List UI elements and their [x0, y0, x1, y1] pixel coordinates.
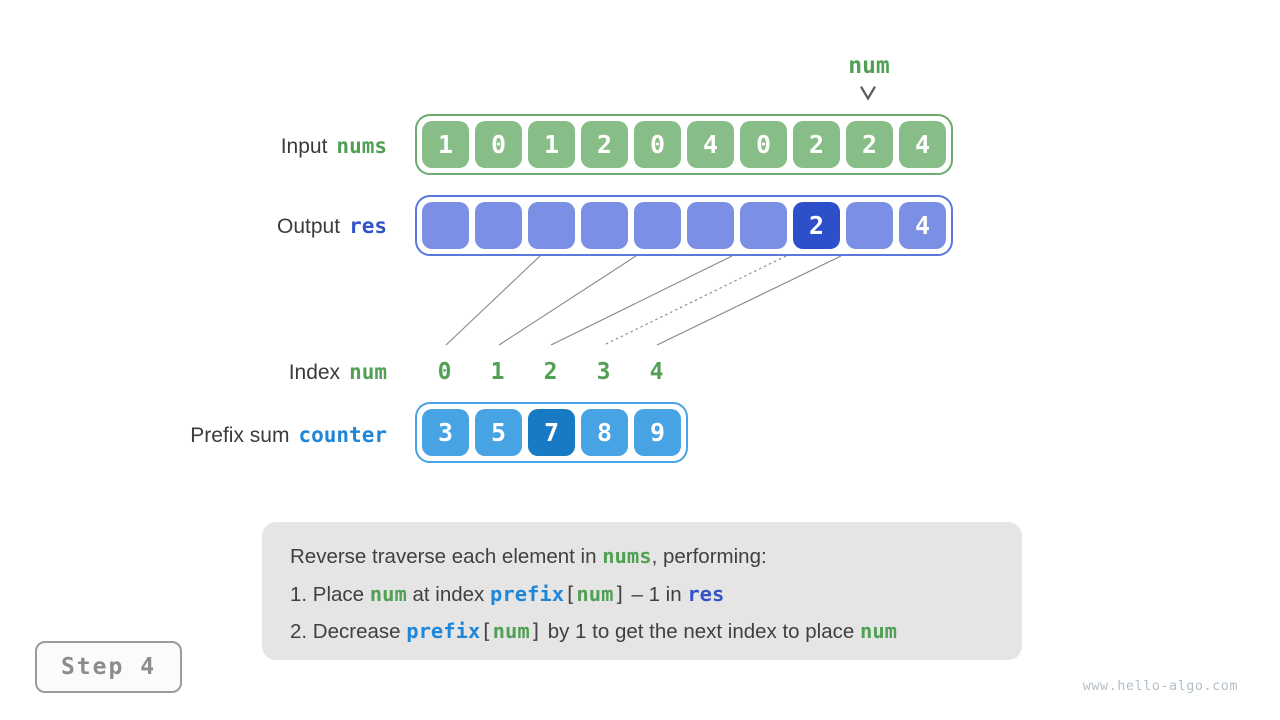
array-cell — [528, 202, 575, 249]
step-badge: Step 4 — [35, 641, 182, 693]
array-cell — [846, 202, 893, 249]
counter-row-label: Prefix sum counter — [0, 422, 387, 449]
note-line: 1. Place num at index prefix[num] – 1 in… — [290, 576, 1012, 614]
connector-line-dashed — [603, 255, 787, 346]
connector-line — [656, 255, 842, 346]
note-text-run: ] — [613, 581, 626, 606]
counter-variable-label: counter — [298, 423, 387, 447]
array-cell: 9 — [634, 409, 681, 456]
note-text-run: [ — [480, 619, 493, 643]
note-text-run: res — [687, 581, 725, 606]
array-cell: 1 — [528, 121, 575, 168]
note-line: 2. Decrease prefix[num] by 1 to get the … — [290, 613, 1012, 651]
note-line: Reverse traverse each element in nums, p… — [290, 538, 1012, 576]
note-text-run: num — [859, 619, 898, 643]
note-text-run: nums — [602, 544, 652, 568]
array-cell — [687, 202, 734, 249]
array-cell — [740, 202, 787, 249]
num-variable-label: num — [349, 360, 387, 384]
note-text-run: ] — [529, 619, 543, 643]
note-text-run: at index — [406, 582, 491, 606]
index-label-text: Index — [288, 361, 341, 384]
connector-line — [498, 255, 637, 346]
note-text-run: Reverse traverse each element in — [290, 545, 603, 568]
array-cell: 4 — [687, 121, 734, 168]
output-label-text: Output — [277, 215, 341, 238]
input-label-text: Input — [280, 135, 328, 158]
array-cell: 2 — [793, 121, 840, 168]
arrow-down-icon — [860, 86, 876, 101]
array-cell: 8 — [581, 409, 628, 456]
index-values-row: 0 1 2 3 4 — [418, 358, 683, 386]
note-text-run: num — [576, 581, 614, 606]
output-row-label: Output res — [0, 213, 387, 240]
note-text-run: num — [369, 581, 407, 606]
array-cell: 0 — [740, 121, 787, 168]
explanation-note: Reverse traverse each element in nums, p… — [262, 522, 1022, 660]
connector-line — [550, 255, 733, 346]
array-cell — [634, 202, 681, 249]
note-text-run: by 1 to get the next index to place — [542, 620, 860, 643]
index-row-label: Index num — [0, 359, 387, 386]
note-text-run: num — [492, 619, 530, 643]
array-cell: 1 — [422, 121, 469, 168]
array-cell — [475, 202, 522, 249]
index-value: 3 — [596, 359, 611, 385]
array-cell: 0 — [634, 121, 681, 168]
array-cell: 2 — [846, 121, 893, 168]
connector-line — [445, 255, 541, 346]
array-cell: 0 — [475, 121, 522, 168]
note-text-run: , performing: — [651, 545, 767, 568]
index-value: 2 — [543, 359, 558, 385]
array-cell: 4 — [899, 121, 946, 168]
res-variable-label: res — [349, 214, 387, 238]
array-cell — [422, 202, 469, 249]
array-cell: 7 — [528, 409, 575, 456]
array-cell: 2 — [581, 121, 628, 168]
array-cell: 3 — [422, 409, 469, 456]
prefix-sum-label-text: Prefix sum — [190, 424, 290, 447]
note-text-run: 1. Place — [290, 582, 370, 606]
nums-variable-label: nums — [336, 134, 387, 158]
note-text-run: [ — [564, 581, 577, 606]
input-row-label: Input nums — [0, 133, 387, 160]
array-cell: 4 — [899, 202, 946, 249]
array-cell: 2 — [793, 202, 840, 249]
array-cell — [581, 202, 628, 249]
note-text-run: 2. Decrease — [290, 620, 407, 643]
note-text-run: – 1 in — [625, 582, 688, 606]
array-cell: 5 — [475, 409, 522, 456]
index-value: 4 — [649, 359, 664, 385]
note-text-run: prefix — [406, 619, 481, 643]
watermark-url: www.hello-algo.com — [1082, 678, 1238, 694]
num-pointer-label: num — [848, 53, 890, 79]
index-value: 1 — [490, 359, 505, 385]
note-text-run: prefix — [490, 581, 565, 606]
index-value: 0 — [437, 359, 452, 385]
